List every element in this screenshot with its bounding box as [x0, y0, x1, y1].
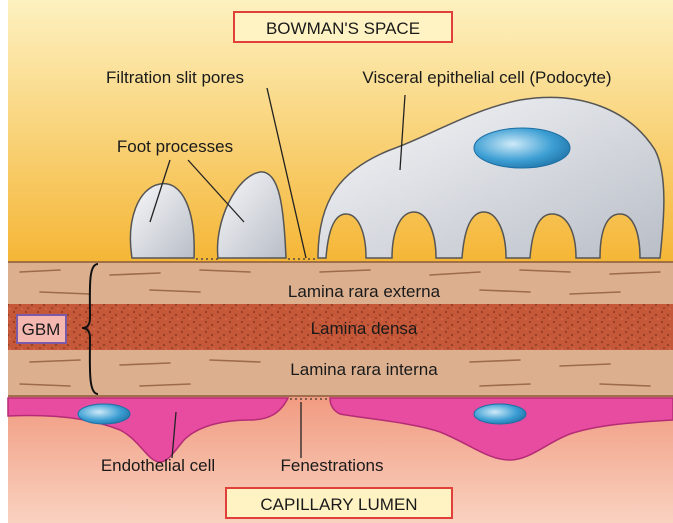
- fenestrations-label: Fenestrations: [281, 456, 384, 475]
- podocyte-nucleus: [474, 128, 570, 168]
- lamina-rara-externa-label: Lamina rara externa: [288, 282, 441, 301]
- lamina-densa-label: Lamina densa: [311, 319, 418, 338]
- gbm-label: GBM: [22, 320, 61, 339]
- endothelial-cell-label: Endothelial cell: [101, 456, 215, 475]
- endothelial-nucleus-right: [474, 404, 526, 424]
- podocyte-label: Visceral epithelial cell (Podocyte): [362, 68, 611, 87]
- endothelial-nucleus-left: [78, 404, 130, 424]
- bowmans-space-label: BOWMAN'S SPACE: [266, 19, 420, 38]
- capillary-lumen-label: CAPILLARY LUMEN: [260, 495, 417, 514]
- foot-processes-label: Foot processes: [117, 137, 233, 156]
- lamina-rara-interna-label: Lamina rara interna: [290, 360, 438, 379]
- filtration-slit-pores-label: Filtration slit pores: [106, 68, 244, 87]
